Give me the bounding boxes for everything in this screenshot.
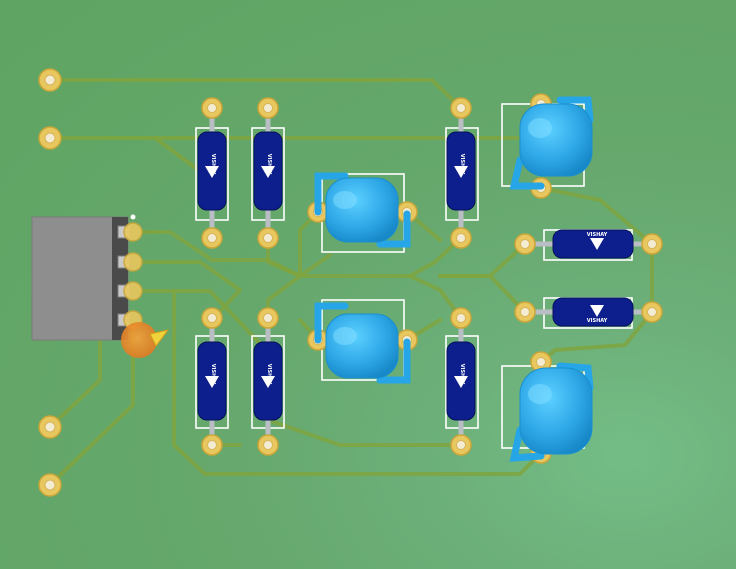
ic-u1[interactable] xyxy=(31,214,143,341)
resistor-marking: VISHAY xyxy=(210,154,216,175)
trace-right-net xyxy=(438,242,527,278)
capacitor-c4[interactable] xyxy=(509,351,594,464)
resistor-r2[interactable]: VISHAY xyxy=(253,97,283,249)
trace-right-net-2 xyxy=(438,274,527,314)
trace-bottom-mid-2 xyxy=(266,418,463,447)
trace-right-loop xyxy=(539,186,654,364)
pick-cursor-icon xyxy=(121,322,170,358)
resistor-r5[interactable]: VISHAY xyxy=(253,307,283,456)
resistor-marking: VISHAY xyxy=(459,364,465,385)
trace-ic-lower xyxy=(131,289,270,354)
resistor-r4[interactable]: VISHAY xyxy=(197,307,227,456)
capacitor-c2[interactable] xyxy=(307,302,418,384)
capacitor-c1[interactable] xyxy=(307,172,418,248)
ic-pin1-marker xyxy=(130,214,136,220)
trace-center-net xyxy=(266,236,332,278)
resistor-r7[interactable]: VISHAY xyxy=(514,229,663,259)
connector-pads xyxy=(38,68,62,497)
trace-ic-bottom xyxy=(48,318,135,487)
trace-center-hub-2 xyxy=(408,274,463,320)
pad-j2 xyxy=(38,126,62,150)
resistor-r8[interactable]: VISHAY xyxy=(514,297,663,327)
resistor-marking: VISHAY xyxy=(587,318,608,324)
resistor-r3[interactable]: VISHAY xyxy=(446,97,476,249)
pad-j3 xyxy=(38,415,62,439)
resistor-marking: VISHAY xyxy=(266,154,272,175)
resistor-r6[interactable]: VISHAY xyxy=(446,307,476,456)
resistor-marking: VISHAY xyxy=(459,154,465,175)
resistor-marking: VISHAY xyxy=(587,232,608,238)
resistor-marking: VISHAY xyxy=(266,364,272,385)
pad-j1 xyxy=(38,68,62,92)
resistor-r1[interactable]: VISHAY xyxy=(197,97,227,249)
trace-top xyxy=(48,78,463,110)
pad-j4 xyxy=(38,473,62,497)
trace-center-hub xyxy=(298,236,463,278)
capacitor-c3[interactable] xyxy=(509,93,594,199)
trace-bottom-rail xyxy=(172,289,543,476)
resistor-marking: VISHAY xyxy=(210,364,216,385)
